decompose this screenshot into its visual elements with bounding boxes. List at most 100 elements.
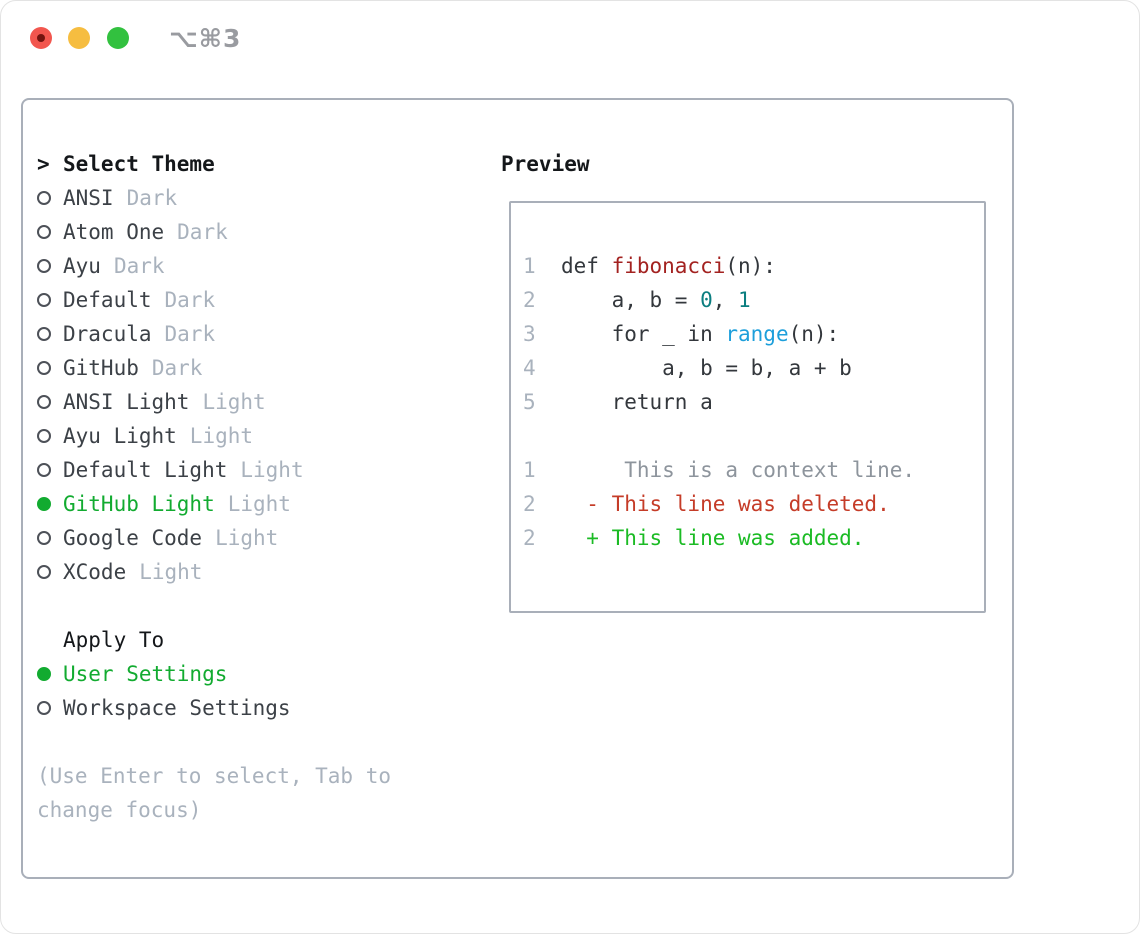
option-label: ANSI Light bbox=[63, 390, 190, 414]
apply-to-option[interactable]: User Settings bbox=[37, 657, 487, 691]
apply-to-header: Apply To bbox=[37, 623, 487, 657]
hint-line: change focus) bbox=[37, 798, 202, 822]
radio-icon bbox=[37, 361, 51, 375]
line-number: 3 bbox=[523, 322, 536, 346]
line-number: 1 bbox=[523, 458, 536, 482]
option-variant-label: Light bbox=[227, 492, 291, 516]
code-token-deleted: - This line was deleted. bbox=[561, 492, 890, 516]
minimize-button[interactable] bbox=[68, 27, 90, 49]
option-variant-label: Light bbox=[215, 526, 279, 550]
radio-icon bbox=[37, 565, 63, 579]
code-token-added: + This line was added. bbox=[561, 526, 865, 550]
code-token-num: 1 bbox=[738, 288, 751, 312]
code-token-code: a, b = bbox=[561, 288, 701, 312]
code-token-code: a, b = b, a + b bbox=[561, 356, 852, 380]
code-token-fn: fibonacci bbox=[611, 254, 726, 278]
option-variant-label: Light bbox=[202, 390, 266, 414]
theme-option[interactable]: GitHub Light Light bbox=[37, 487, 487, 521]
theme-option[interactable]: ANSI Light Light bbox=[37, 385, 487, 419]
hint-text: (Use Enter to select, Tab to change focus… bbox=[37, 759, 487, 827]
theme-option[interactable]: GitHub Dark bbox=[37, 351, 487, 385]
radio-icon bbox=[37, 191, 51, 205]
close-button[interactable] bbox=[30, 27, 52, 49]
option-label: User Settings bbox=[63, 662, 228, 686]
code-token-code: (n): bbox=[725, 254, 776, 278]
spacer bbox=[37, 725, 487, 759]
code-token-code: , bbox=[712, 288, 739, 312]
select-theme-header: > Select Theme bbox=[37, 147, 487, 181]
option-label: Dracula bbox=[63, 322, 152, 346]
radio-icon bbox=[37, 701, 63, 715]
radio-selected-icon bbox=[37, 667, 51, 681]
close-dot-icon bbox=[37, 34, 45, 42]
theme-option[interactable]: Default Light Light bbox=[37, 453, 487, 487]
code-token-code: def bbox=[561, 254, 612, 278]
code-line: 2 - This line was deleted. bbox=[523, 487, 974, 521]
radio-icon bbox=[37, 463, 51, 477]
keyboard-shortcut-label: ⌥⌘3 bbox=[169, 24, 242, 53]
option-label: GitHub bbox=[63, 356, 139, 380]
titlebar: ⌥⌘3 bbox=[1, 1, 1139, 73]
code-line: 3 for _ in range(n): bbox=[523, 317, 974, 351]
code-token-code: for _ in bbox=[561, 322, 726, 346]
radio-icon bbox=[37, 531, 63, 545]
option-label: Atom One bbox=[63, 220, 165, 244]
option-variant-label: Light bbox=[240, 458, 304, 482]
radio-icon bbox=[37, 565, 51, 579]
code-line: 2 + This line was added. bbox=[523, 521, 974, 555]
line-number: 5 bbox=[523, 390, 536, 414]
radio-icon bbox=[37, 429, 63, 443]
option-variant-label: Dark bbox=[164, 288, 216, 312]
radio-icon bbox=[37, 191, 63, 205]
option-label: Default bbox=[63, 288, 152, 312]
theme-option[interactable]: Ayu Dark bbox=[37, 249, 487, 283]
hint-line: (Use Enter to select, Tab to bbox=[37, 764, 392, 788]
radio-icon bbox=[37, 259, 63, 273]
code-line: 2 a, b = 0, 1 bbox=[523, 283, 974, 317]
apply-to-title: Apply To bbox=[63, 628, 165, 652]
option-variant-label: Dark bbox=[113, 254, 165, 278]
theme-option[interactable]: Default Dark bbox=[37, 283, 487, 317]
option-variant-label: Light bbox=[189, 424, 254, 448]
radio-icon bbox=[37, 429, 51, 443]
radio-selected-icon bbox=[37, 667, 63, 681]
option-variant-label: Light bbox=[139, 560, 203, 584]
code-token-builtin: range bbox=[725, 322, 789, 346]
apply-to-option[interactable]: Workspace Settings bbox=[37, 691, 487, 725]
option-label: Google Code bbox=[63, 526, 203, 550]
option-label: Default Light bbox=[63, 458, 228, 482]
radio-icon bbox=[37, 293, 51, 307]
radio-icon bbox=[37, 259, 51, 273]
line-number: 4 bbox=[523, 356, 536, 380]
code-token-code: return a bbox=[561, 390, 713, 414]
line-number: 2 bbox=[523, 526, 536, 550]
option-label: Ayu bbox=[63, 254, 101, 278]
option-variant-label: Dark bbox=[126, 186, 178, 210]
preview-title: Preview bbox=[501, 152, 590, 176]
zoom-button[interactable] bbox=[107, 27, 129, 49]
radio-icon bbox=[37, 293, 63, 307]
radio-icon bbox=[37, 327, 63, 341]
code-token-context: This is a context line. bbox=[561, 458, 916, 482]
code-token-code: (n): bbox=[788, 322, 840, 346]
option-variant-label: Dark bbox=[151, 356, 203, 380]
code-line bbox=[523, 419, 974, 453]
option-label: GitHub Light bbox=[63, 492, 215, 516]
theme-option[interactable]: Google Code Light bbox=[37, 521, 487, 555]
option-label: XCode bbox=[63, 560, 127, 584]
theme-option[interactable]: XCode Light bbox=[37, 555, 487, 589]
radio-icon bbox=[37, 225, 51, 239]
radio-icon bbox=[37, 327, 51, 341]
